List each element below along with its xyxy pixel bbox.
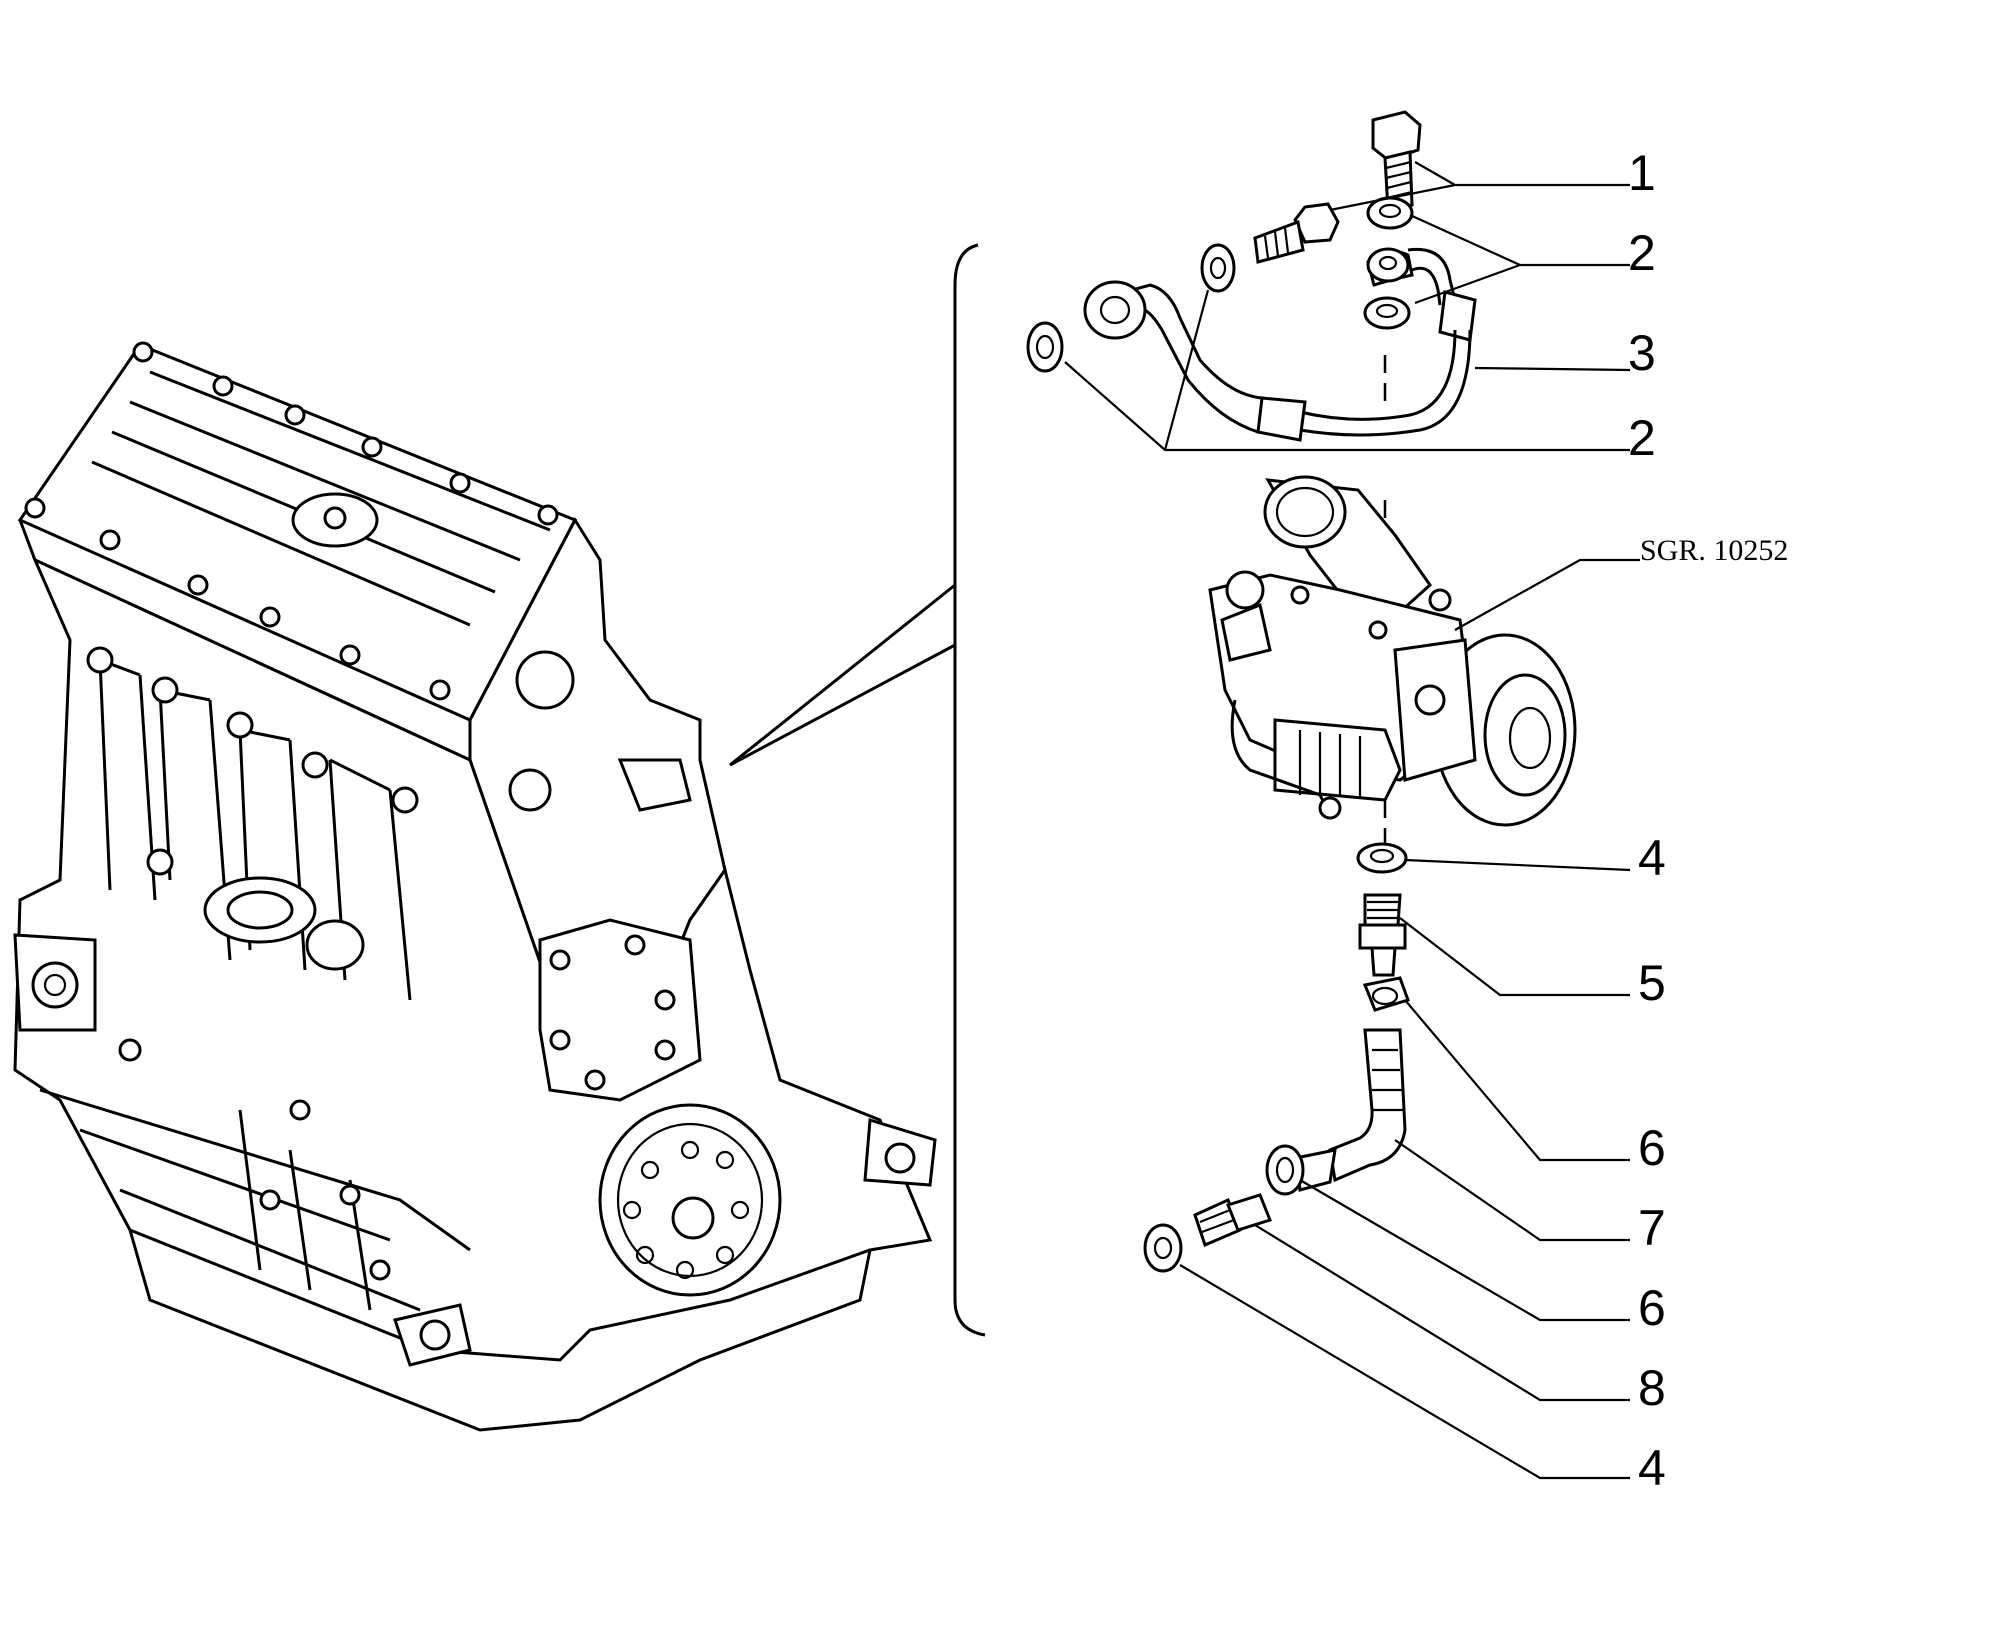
sealing-washer-1 (1366, 196, 1414, 230)
callout-6-upper: 6 (1638, 1120, 1666, 1176)
sealing-washer-5 (1356, 842, 1408, 874)
water-pump-pulley (598, 1103, 782, 1297)
callout-4-lower: 4 (1638, 1440, 1666, 1496)
banjo-bolt-top (1371, 110, 1422, 212)
callout-8: 8 (1638, 1360, 1666, 1416)
banjo-bolt-side (1253, 202, 1340, 264)
sealing-washer-4 (1026, 321, 1064, 373)
callout-6-lower: 6 (1638, 1280, 1666, 1336)
callout-2-upper: 2 (1628, 225, 1656, 281)
sealing-washer-2 (1363, 296, 1411, 330)
callout-1: 1 (1628, 145, 1656, 201)
sealing-washer-3 (1200, 243, 1236, 293)
engine-block-drawing (13, 341, 937, 1432)
hose-clamp-upper (1362, 976, 1410, 1012)
hose-clamp-lower (1265, 1144, 1305, 1196)
callout-2-lower: 2 (1628, 410, 1656, 466)
callout-labels: 1 2 3 2 SGR. 10252 4 5 6 7 6 8 4 (1628, 145, 1788, 1496)
turbocharger (1208, 475, 1577, 827)
callout-5: 5 (1638, 955, 1666, 1011)
reference-code: SGR. 10252 (1640, 534, 1788, 567)
detail-bracket (729, 243, 986, 1337)
oil-feed-pipe (1083, 247, 1477, 442)
leader-lines (1064, 161, 1640, 1480)
callout-3: 3 (1628, 325, 1656, 381)
return-union-fitting (1193, 1193, 1272, 1248)
union-fitting (1358, 893, 1407, 977)
sealing-washer-6 (1143, 1223, 1183, 1273)
callout-7: 7 (1638, 1200, 1666, 1256)
timing-cover-plate (538, 918, 702, 1102)
callout-4-upper: 4 (1638, 830, 1666, 886)
oil-return-hose (1294, 1028, 1407, 1192)
oil-filler-cap (291, 492, 379, 548)
valve-cover-bolts (24, 341, 559, 701)
